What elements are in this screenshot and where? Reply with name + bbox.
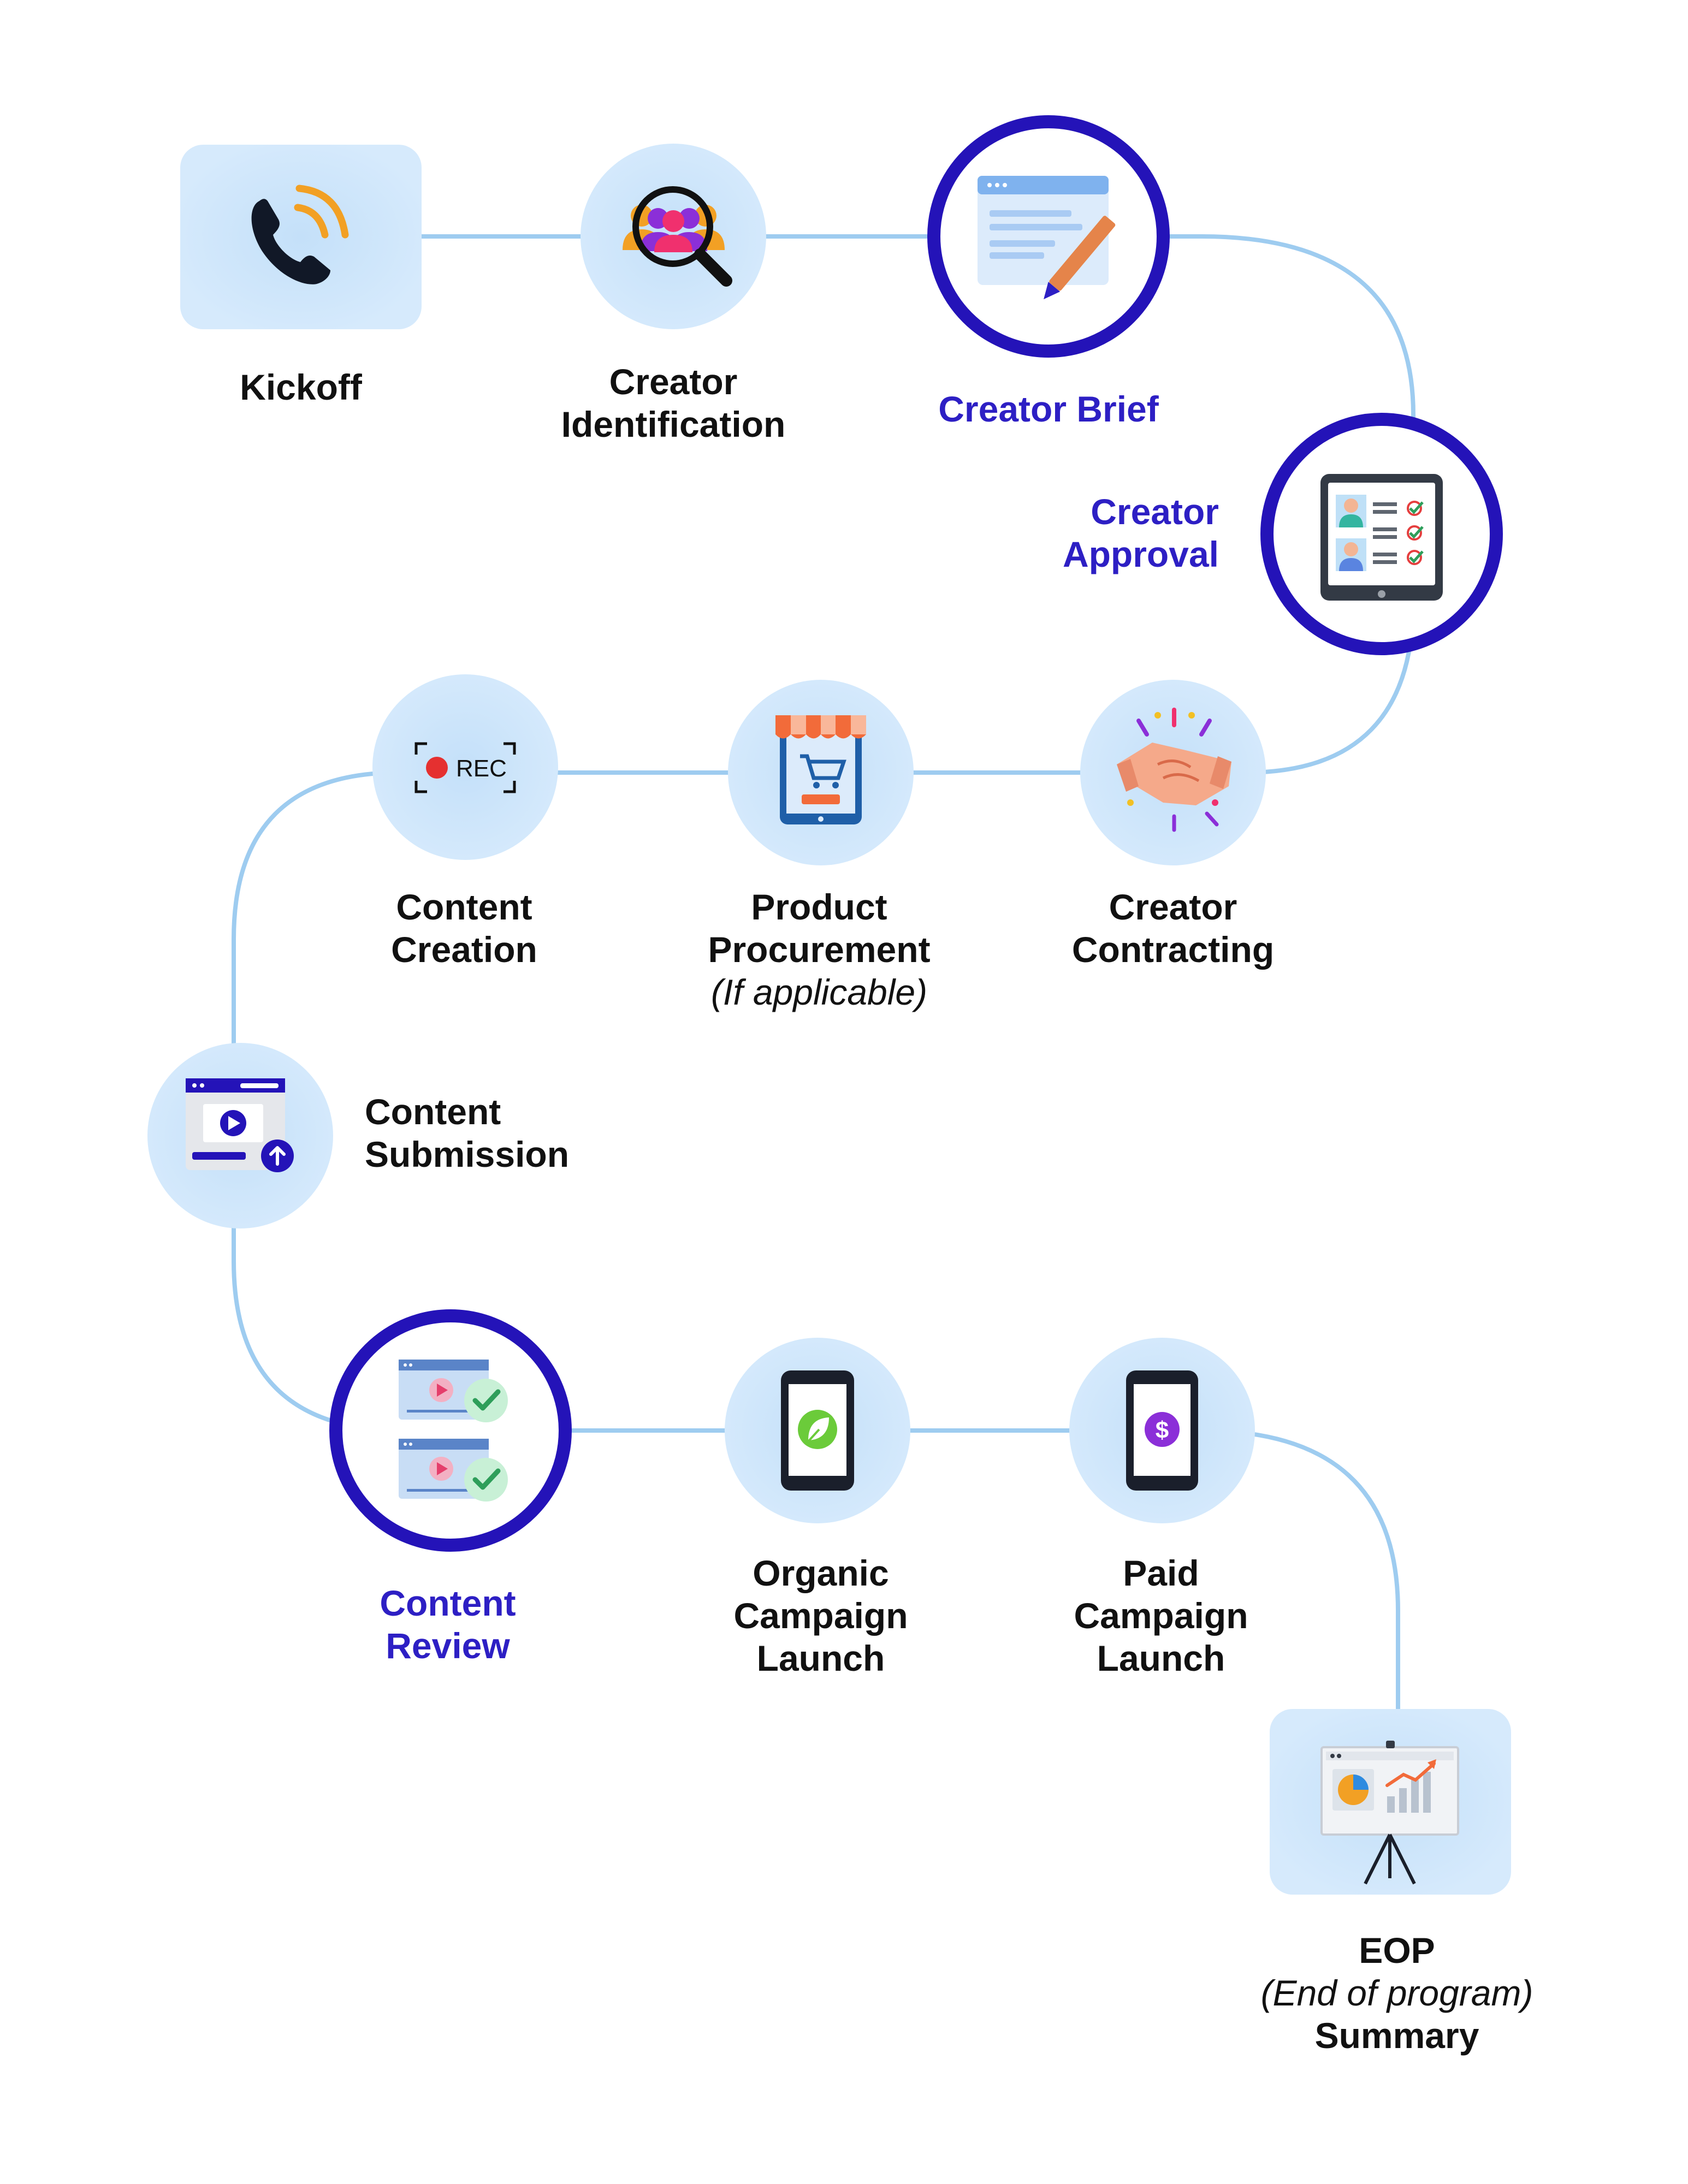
label-line: Content xyxy=(365,1091,501,1132)
step-content-submission-node xyxy=(147,1043,333,1228)
video-upload-icon xyxy=(186,1078,294,1172)
label-line: Organic xyxy=(753,1553,889,1593)
step-creator-contracting-node xyxy=(1080,680,1266,865)
handshake-icon xyxy=(1117,708,1231,832)
step-creator-brief-node xyxy=(927,115,1170,358)
label-line: Creator Brief xyxy=(938,389,1159,429)
step-eop-summary-node xyxy=(1270,1709,1511,1895)
label-creator-contracting: Creator Contracting xyxy=(1072,886,1274,971)
label-eop-summary: EOP (End of program) Summary xyxy=(1261,1929,1533,2057)
step-kickoff-node xyxy=(180,145,422,329)
label-line: Creator xyxy=(1109,887,1237,927)
label-line: Product xyxy=(751,887,887,927)
step-organic-campaign-launch-node xyxy=(725,1338,910,1523)
label-paid-campaign-launch: Paid Campaign Launch xyxy=(1074,1552,1248,1679)
rec-icon: REC xyxy=(414,742,516,793)
tablet-checklist-icon xyxy=(1320,474,1443,601)
label-line: Creation xyxy=(391,929,537,970)
step-product-procurement-node xyxy=(728,680,914,865)
label-line: Launch xyxy=(1097,1638,1225,1678)
label-product-procurement: Product Procurement (If applicable) xyxy=(708,886,930,1013)
label-line: Launch xyxy=(756,1638,885,1678)
label-creator-identification: Creator Identification xyxy=(561,360,786,446)
label-note: (End of program) xyxy=(1260,1973,1533,2013)
step-paid-campaign-launch-node: $ xyxy=(1069,1338,1255,1523)
step-content-review-node xyxy=(329,1309,572,1552)
label-line: Approval xyxy=(1062,534,1219,574)
label-content-creation: Content Creation xyxy=(391,886,537,971)
label-line: Review xyxy=(386,1625,510,1666)
label-content-submission: Content Submission xyxy=(365,1090,569,1176)
label-kickoff: Kickoff xyxy=(240,366,362,408)
step-content-creation-node: REC xyxy=(372,674,558,860)
label-line: Contracting xyxy=(1071,929,1275,970)
label-organic-campaign-launch: Organic Campaign Launch xyxy=(733,1552,908,1679)
label-note: (If applicable) xyxy=(710,972,928,1012)
video-check-icon xyxy=(399,1360,508,1502)
label-line: Identification xyxy=(561,404,786,444)
label-creator-brief: Creator Brief xyxy=(938,388,1158,430)
label-line: Submission xyxy=(365,1134,570,1174)
step-creator-approval-node xyxy=(1260,413,1503,655)
label-line: Creator xyxy=(1091,491,1219,532)
step-creator-identification-node xyxy=(581,144,766,329)
phone-dollar-icon: $ xyxy=(1126,1370,1198,1491)
label-line: EOP xyxy=(1359,1930,1435,1971)
label-line: Campaign xyxy=(1074,1595,1248,1636)
shop-tablet-icon xyxy=(775,715,866,824)
label-line: Content xyxy=(380,1583,516,1623)
label-creator-approval: Creator Approval xyxy=(1063,490,1219,575)
document-pencil-icon xyxy=(978,176,1116,300)
label-line: Paid xyxy=(1123,1553,1199,1593)
dollar-text: $ xyxy=(1156,1417,1169,1444)
label-line: Content xyxy=(396,887,532,927)
label-line: Kickoff xyxy=(240,367,362,407)
workflow-connector xyxy=(232,234,1415,1714)
label-line: Creator xyxy=(609,361,738,402)
phone-leaf-icon xyxy=(781,1370,854,1491)
label-line: Campaign xyxy=(733,1595,908,1636)
rec-text: REC xyxy=(456,755,507,782)
label-line: Summary xyxy=(1314,2015,1479,2056)
label-content-review: Content Review xyxy=(380,1582,516,1667)
presentation-board-icon xyxy=(1320,1741,1459,1885)
label-line: Procurement xyxy=(708,929,931,970)
magnifier-people-icon xyxy=(623,186,732,287)
phone-icon xyxy=(251,185,349,284)
